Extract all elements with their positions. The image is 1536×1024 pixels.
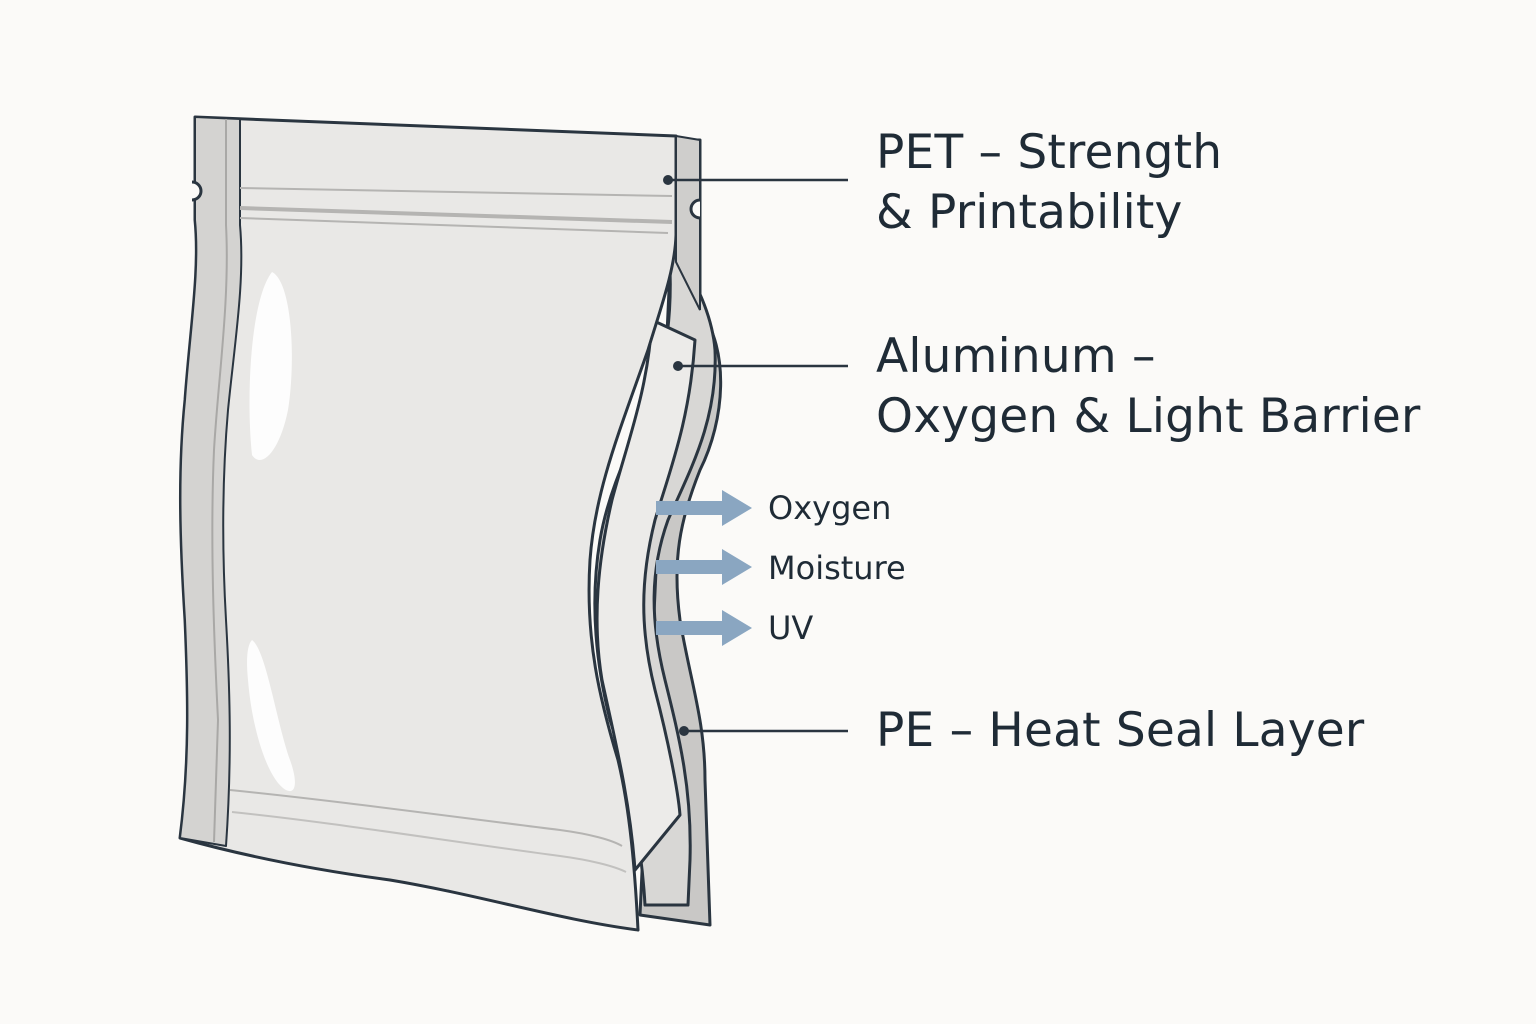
pe-callout: PE – Heat Seal Layer xyxy=(876,701,1364,761)
pet-leader-dot xyxy=(663,175,673,185)
aluminum-callout: Aluminum – Oxygen & Light Barrier xyxy=(876,327,1421,447)
pe-callout-line1: PE – Heat Seal Layer xyxy=(876,703,1365,758)
moisture-arrow-icon xyxy=(656,549,752,585)
aluminum-callout-line2: Oxygen & Light Barrier xyxy=(876,389,1421,444)
gloss-highlight-bottom xyxy=(247,640,295,792)
uv-arrow-icon xyxy=(656,610,752,646)
tear-notch-left xyxy=(191,180,203,202)
pet-callout: PET – Strength & Printability xyxy=(876,123,1222,243)
uv-label: UV xyxy=(768,609,814,647)
aluminum-callout-line1: Aluminum – xyxy=(876,329,1156,384)
pet-callout-line2: & Printability xyxy=(876,185,1183,240)
oxygen-label: Oxygen xyxy=(768,489,892,527)
pe-leader-dot xyxy=(679,726,689,736)
pet-callout-line1: PET – Strength xyxy=(876,125,1223,180)
pet-front-panel xyxy=(178,115,678,932)
tear-notch-right xyxy=(689,198,701,220)
aluminum-leader-dot xyxy=(673,361,683,371)
moisture-label: Moisture xyxy=(768,549,906,587)
gloss-highlight-top xyxy=(249,272,292,460)
oxygen-arrow-icon xyxy=(656,490,752,526)
